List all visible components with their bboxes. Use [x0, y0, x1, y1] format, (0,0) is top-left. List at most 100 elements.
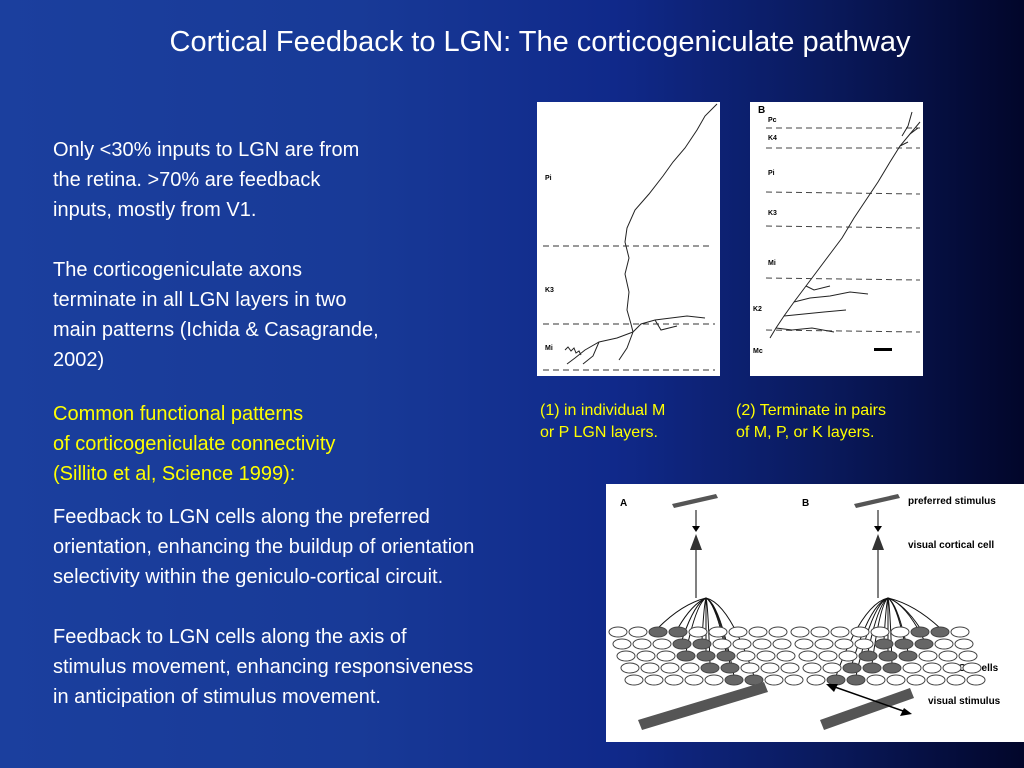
dlgn-cell — [954, 638, 974, 650]
dlgn-cell — [728, 626, 748, 638]
axon-branch — [887, 597, 941, 629]
dlgn-cell — [938, 650, 958, 662]
dlgn-cell — [756, 650, 776, 662]
visual-stimulus-bar-b — [820, 688, 914, 730]
dlgn-cell — [802, 662, 822, 674]
dlgn-cell — [708, 626, 728, 638]
dlgn-cell — [946, 674, 966, 686]
figure-feedback-diagram: A B preferred stimulus visual cortical c… — [606, 484, 1024, 742]
dlgn-cell — [644, 674, 664, 686]
caption-individual-layers: (1) in individual M or P LGN layers. — [540, 402, 666, 441]
layer-label-k4: K4 — [768, 135, 777, 142]
figure-axon-single-layer: Pi K3 Mi — [537, 102, 720, 376]
layer-label-pi: Pi — [768, 170, 775, 177]
axon-branch — [855, 597, 889, 677]
layer-label-k3: K3 — [768, 210, 777, 217]
dlgn-cell — [962, 662, 982, 674]
dlgn-cell — [696, 650, 716, 662]
dlgn-cell — [648, 626, 668, 638]
dlgn-cell — [898, 650, 918, 662]
dlgn-cell — [866, 674, 886, 686]
dlgn-cell — [902, 662, 922, 674]
dlgn-cell — [910, 626, 930, 638]
dlgn-cell — [846, 674, 866, 686]
dlgn-cell — [680, 662, 700, 674]
dlgn-cell — [632, 638, 652, 650]
dlgn-cell — [834, 638, 854, 650]
visual-stimulus-bar-a — [638, 682, 768, 730]
diagram-label-a: A — [620, 498, 627, 509]
dlgn-cell — [724, 674, 744, 686]
dlgn-cell — [798, 650, 818, 662]
dlgn-cell — [676, 650, 696, 662]
dlgn-cell — [664, 674, 684, 686]
slide-title: Cortical Feedback to LGN: The corticogen… — [169, 26, 911, 58]
dlgn-cell — [818, 650, 838, 662]
dlgn-cell — [768, 626, 788, 638]
dlgn-cell — [672, 638, 692, 650]
panel-label-b: B — [758, 105, 765, 116]
cortical-cell-b — [872, 534, 884, 550]
dlgn-cell — [744, 674, 764, 686]
dlgn-cell — [950, 626, 970, 638]
dlgn-cell — [838, 650, 858, 662]
text-retina-inputs: Only <30% inputs to LGN are from the ret… — [53, 139, 360, 221]
figure-axon-paired-layers: B Pc K4 Pi K3 Mi K2 Mc — [750, 102, 923, 376]
dlgn-cell — [636, 650, 656, 662]
dlgn-cell — [608, 626, 628, 638]
dlgn-cell — [874, 638, 894, 650]
axon-branch — [657, 597, 707, 629]
dlgn-cell — [886, 674, 906, 686]
dlgn-cell — [752, 638, 772, 650]
dlgn-cell — [656, 650, 676, 662]
dlgn-cell — [764, 674, 784, 686]
layer-label-k2: K2 — [753, 306, 762, 313]
axon-branch — [705, 597, 755, 677]
dlgn-cell — [894, 638, 914, 650]
dlgn-cell — [942, 662, 962, 674]
dlgn-cell — [704, 674, 724, 686]
label-preferred-stimulus: preferred stimulus — [908, 496, 996, 507]
dlgn-cell — [776, 650, 796, 662]
dlgn-cell — [906, 674, 926, 686]
dlgn-cell — [740, 662, 760, 674]
dlgn-cell — [616, 650, 636, 662]
dlgn-cell — [712, 638, 732, 650]
caption-paired-layers: (2) Terminate in pairs of M, P, or K lay… — [736, 402, 886, 441]
dlgn-cell — [660, 662, 680, 674]
dlgn-cell — [822, 662, 842, 674]
dlgn-cell — [720, 662, 740, 674]
dlgn-cell — [854, 638, 874, 650]
dlgn-cell — [930, 626, 950, 638]
dlgn-cell — [684, 674, 704, 686]
dlgn-cell — [830, 626, 850, 638]
axon-branch — [705, 597, 735, 677]
dlgn-cell — [966, 674, 986, 686]
layer-label-pc: Pc — [768, 117, 777, 124]
dlgn-cell — [862, 662, 882, 674]
dlgn-cell — [806, 674, 826, 686]
dlgn-cell — [748, 626, 768, 638]
dlgn-cell — [850, 626, 870, 638]
dlgn-cell — [794, 638, 814, 650]
layer-label-mi: Mi — [545, 345, 553, 352]
text-stimulus-movement: Feedback to LGN cells along the axis of … — [53, 626, 474, 708]
diagram-label-b: B — [802, 498, 809, 509]
dlgn-cell — [918, 650, 938, 662]
dlgn-cell — [784, 674, 804, 686]
dlgn-cell — [652, 638, 672, 650]
dlgn-cell — [628, 626, 648, 638]
dlgn-cell — [692, 638, 712, 650]
movement-arrow — [831, 685, 907, 713]
dlgn-cell — [700, 662, 720, 674]
dlgn-cell — [914, 638, 934, 650]
axon-branch — [835, 597, 889, 677]
layer-label-pi: Pi — [545, 175, 552, 182]
dlgn-cell — [620, 662, 640, 674]
dlgn-cell — [858, 650, 878, 662]
dlgn-cell — [624, 674, 644, 686]
cortical-cell-a — [690, 534, 702, 550]
dlgn-cell — [878, 650, 898, 662]
dlgn-cell — [612, 638, 632, 650]
dlgn-cell — [814, 638, 834, 650]
